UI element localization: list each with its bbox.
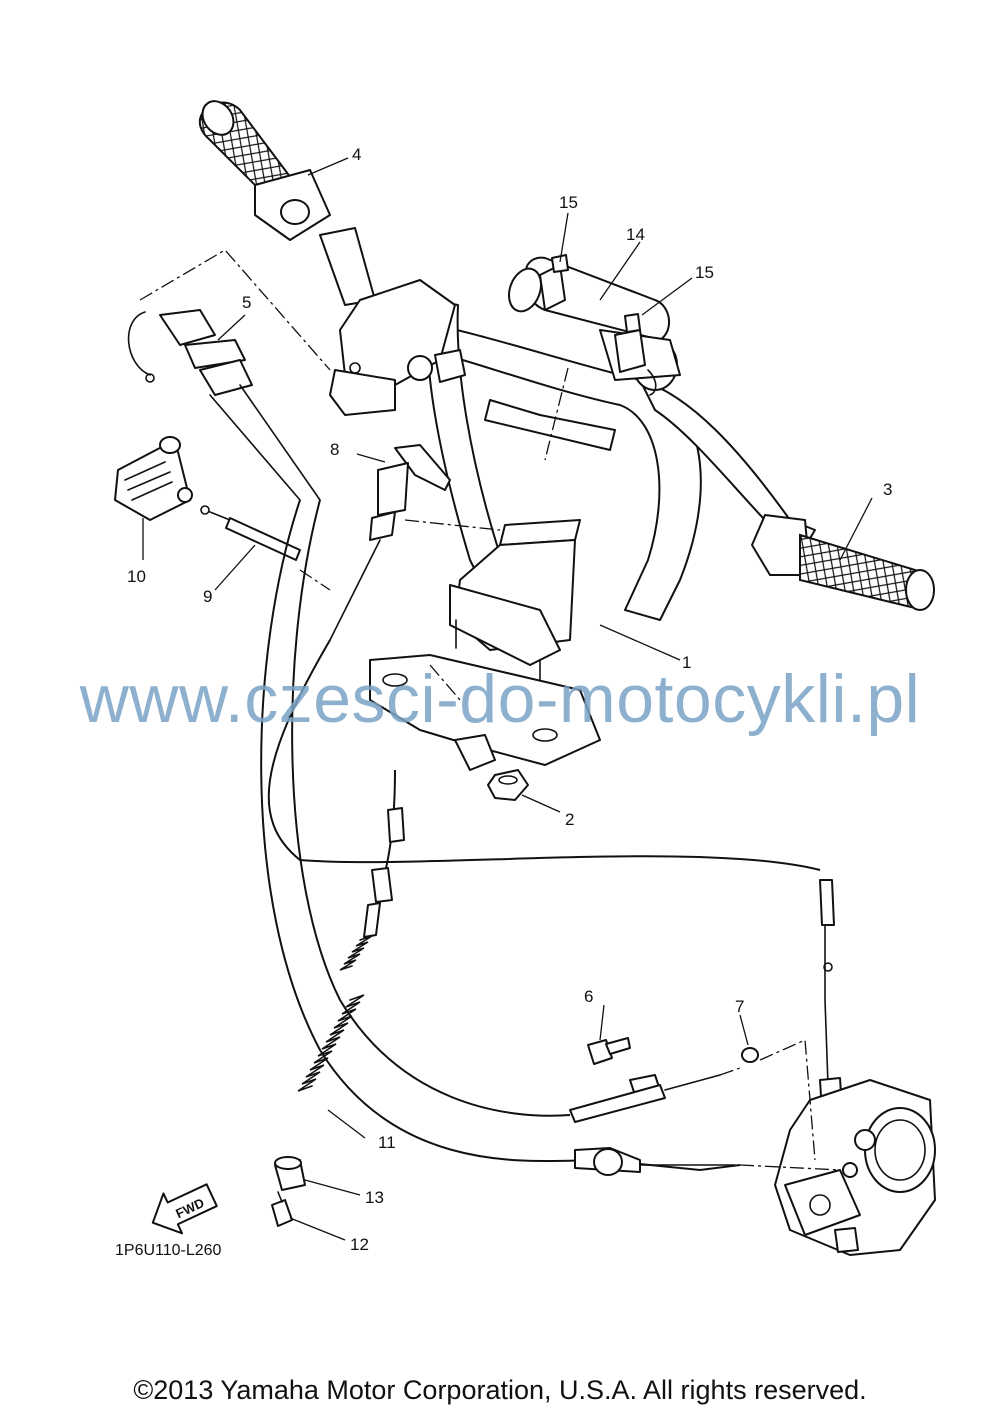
callout-11: 11 <box>378 1133 396 1152</box>
callout-2: 2 <box>565 810 574 829</box>
leader-lines <box>142 157 873 1241</box>
o-ring <box>741 1047 759 1063</box>
nut <box>487 769 529 801</box>
callout-6: 6 <box>584 987 593 1006</box>
copyright-notice: ©2013 Yamaha Motor Corporation, U.S.A. A… <box>133 1375 867 1405</box>
throttle-grip <box>198 100 376 306</box>
lower-holder-plate <box>369 654 601 771</box>
hot-start-cable <box>200 505 301 561</box>
right-grip <box>751 514 935 611</box>
figure-code: 1P6U110-L260 <box>115 1242 222 1259</box>
cable-ends <box>569 1074 736 1176</box>
callout-13: 13 <box>365 1188 384 1207</box>
callout-8: 8 <box>330 440 339 459</box>
screw <box>587 1037 631 1065</box>
handlebar-holder <box>449 519 581 691</box>
carburetor <box>774 1077 936 1256</box>
switch-holder <box>114 436 193 521</box>
clutch-cable-spring <box>297 807 405 1092</box>
cable-cap <box>274 1156 306 1191</box>
hot-start-lever <box>329 444 451 641</box>
callout-12: 12 <box>350 1235 369 1254</box>
callout-4: 4 <box>352 145 361 164</box>
cable-band-right <box>614 313 646 373</box>
watermark: www.czesci-do-motocykli.pl <box>79 661 921 737</box>
handlebar <box>409 299 816 621</box>
reference-lines <box>139 249 841 1171</box>
throttle-housing <box>329 279 466 416</box>
callout-5: 5 <box>242 293 251 312</box>
callout-10: 10 <box>127 567 146 586</box>
callout-9: 9 <box>203 587 212 606</box>
callout-7: 7 <box>735 997 744 1016</box>
callout-3: 3 <box>883 480 892 499</box>
callout-15-right: 15 <box>695 263 714 282</box>
cable-band-left <box>539 254 569 311</box>
cables <box>260 499 835 1172</box>
callout-14: 14 <box>626 225 645 244</box>
fwd-arrow: FWD <box>151 1183 218 1235</box>
cable-adjuster <box>271 1191 293 1227</box>
throttle-cable-head <box>127 309 321 501</box>
callout-labels: 1 2 3 4 5 6 7 8 9 10 11 12 13 14 15 15 <box>127 145 892 1254</box>
callout-15-left: 15 <box>559 193 578 212</box>
callout-1: 1 <box>682 653 691 672</box>
